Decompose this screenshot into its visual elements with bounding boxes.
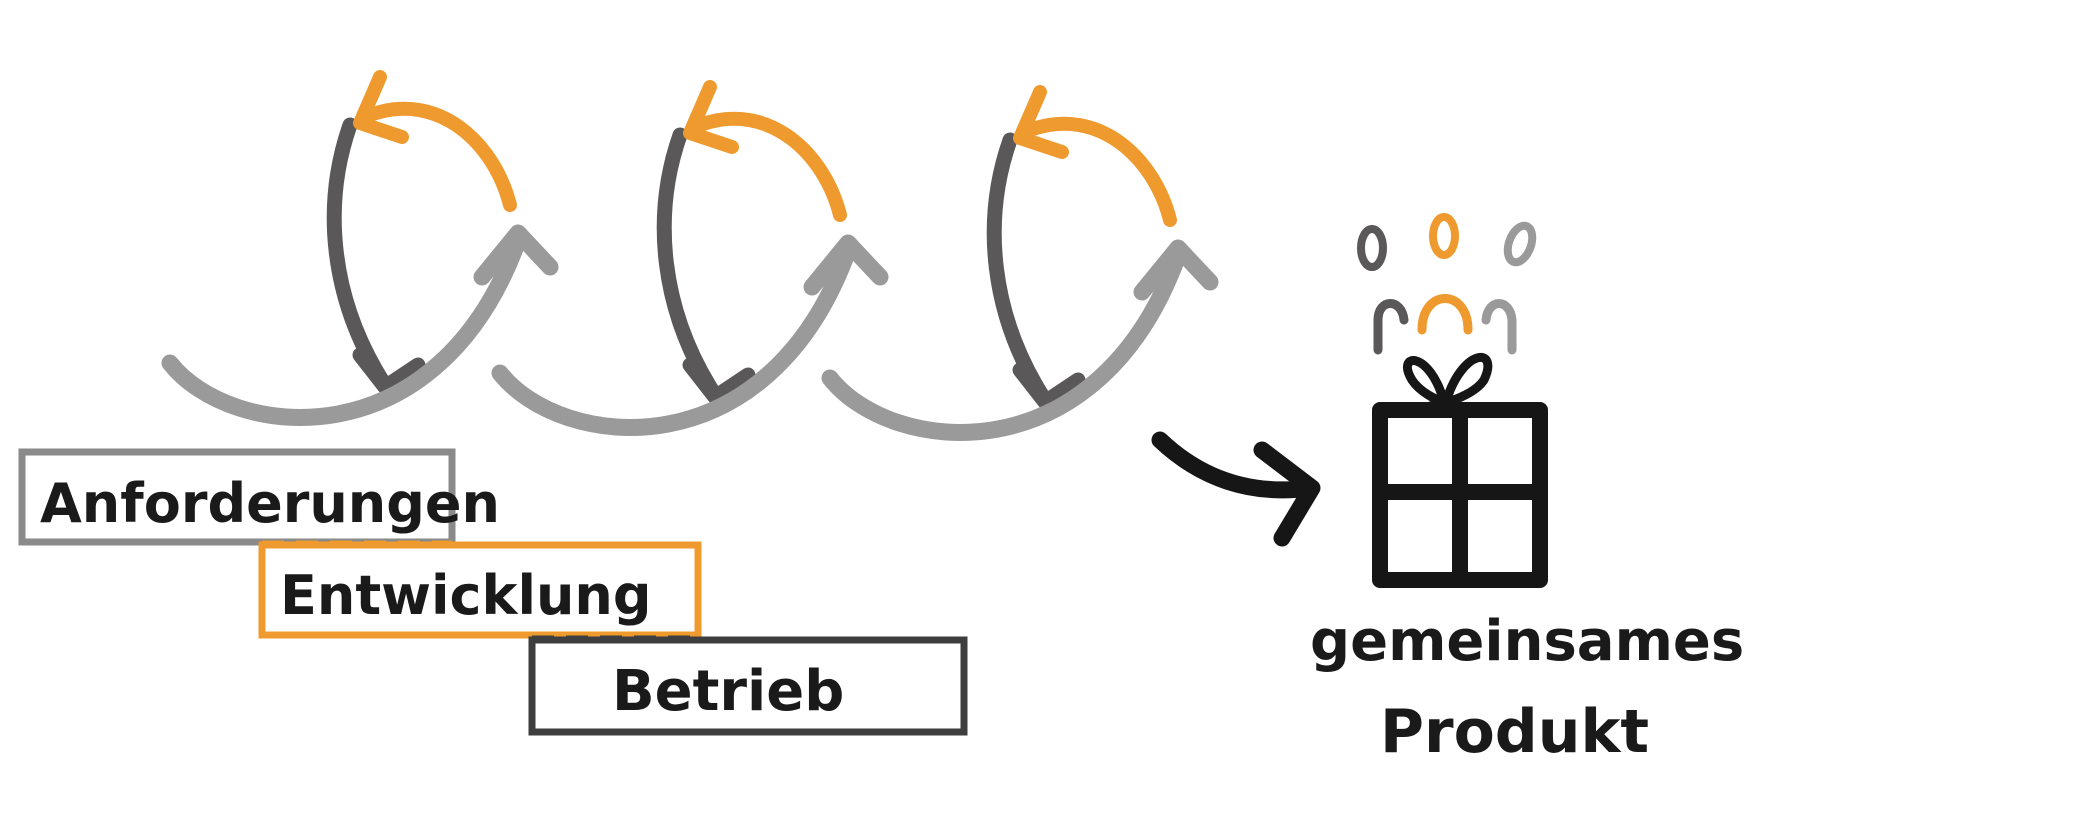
people-group-icon xyxy=(1361,217,1537,350)
cycle-arrows-icon xyxy=(830,92,1210,432)
phase-operations: Betrieb xyxy=(532,639,964,732)
gift-icon xyxy=(1380,357,1540,580)
phase-requirements-label: Anforderungen xyxy=(40,472,500,535)
phase-operations-label: Betrieb xyxy=(612,659,844,724)
product-label-line1: gemeinsames xyxy=(1310,609,1744,674)
arrow-right-icon xyxy=(1160,440,1312,538)
cycle-1 xyxy=(170,77,550,417)
phase-development-label: Entwicklung xyxy=(280,564,652,627)
cycle-3 xyxy=(830,92,1210,432)
phase-development: Entwicklung xyxy=(262,544,698,635)
cycle-arrows-icon xyxy=(170,77,550,417)
product-label-line2: Produkt xyxy=(1380,697,1649,767)
phase-requirements: Anforderungen xyxy=(22,452,500,542)
